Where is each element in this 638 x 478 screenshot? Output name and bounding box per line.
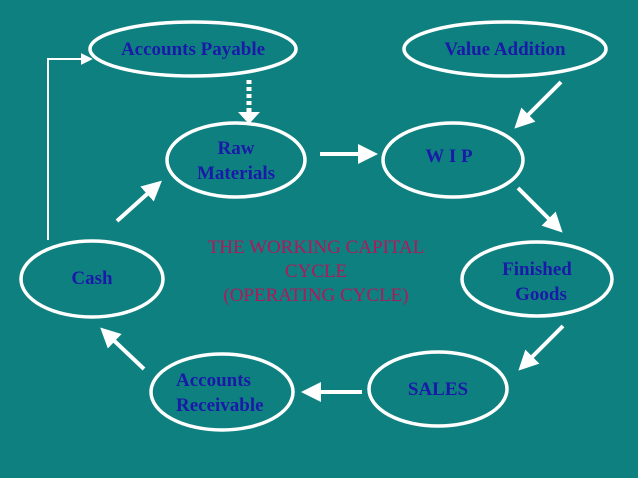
title-line3: (OPERATING CYCLE) (223, 285, 409, 306)
label-finished-goods: Finished Goods (477, 257, 597, 307)
arrow-value-addition-to-wip (514, 80, 563, 129)
node-value-addition (402, 20, 608, 78)
node-accounts-receivable (149, 352, 295, 432)
node-cash (19, 239, 165, 319)
node-sales (367, 350, 509, 428)
label-accounts-receivable: Accounts Receivable (176, 368, 286, 418)
label-accounts-receivable-line1: Accounts (176, 370, 251, 391)
label-raw-materials: Raw Materials (176, 136, 296, 186)
diagram-title: THE WORKING CAPITAL CYCLE (OPERATING CYC… (171, 236, 461, 308)
label-value-addition: Value Addition (444, 39, 566, 60)
node-accounts-payable (88, 20, 298, 78)
arrow-finished-goods-to-sales (518, 324, 565, 371)
label-accounts-receivable-line2: Receivable (176, 395, 264, 416)
arrow-accounts-receivable-to-cash (100, 327, 146, 371)
label-cash: Cash (71, 268, 113, 289)
label-finished-goods-line2: Goods (515, 284, 567, 305)
arrowhead-accounts-payable-to-raw-materials (238, 112, 260, 124)
node-raw-materials (165, 121, 307, 199)
arrow-cash-to-raw-materials (115, 180, 162, 223)
title-line2: CYCLE (284, 261, 348, 282)
node-finished-goods (460, 240, 614, 318)
label-accounts-payable: Accounts Payable (120, 39, 266, 60)
label-finished-goods-line1: Finished (502, 259, 572, 280)
label-wip: W I P (425, 146, 473, 167)
arrow-cash-to-accounts-payable (47, 53, 93, 240)
label-raw-materials-line2: Materials (196, 163, 276, 184)
label-raw-materials-line1: Raw (217, 138, 255, 159)
arrow-wip-to-finished-goods (516, 186, 563, 233)
label-sales: SALES (407, 379, 469, 400)
title-line1: THE WORKING CAPITAL (207, 237, 425, 258)
node-wip (381, 121, 525, 199)
